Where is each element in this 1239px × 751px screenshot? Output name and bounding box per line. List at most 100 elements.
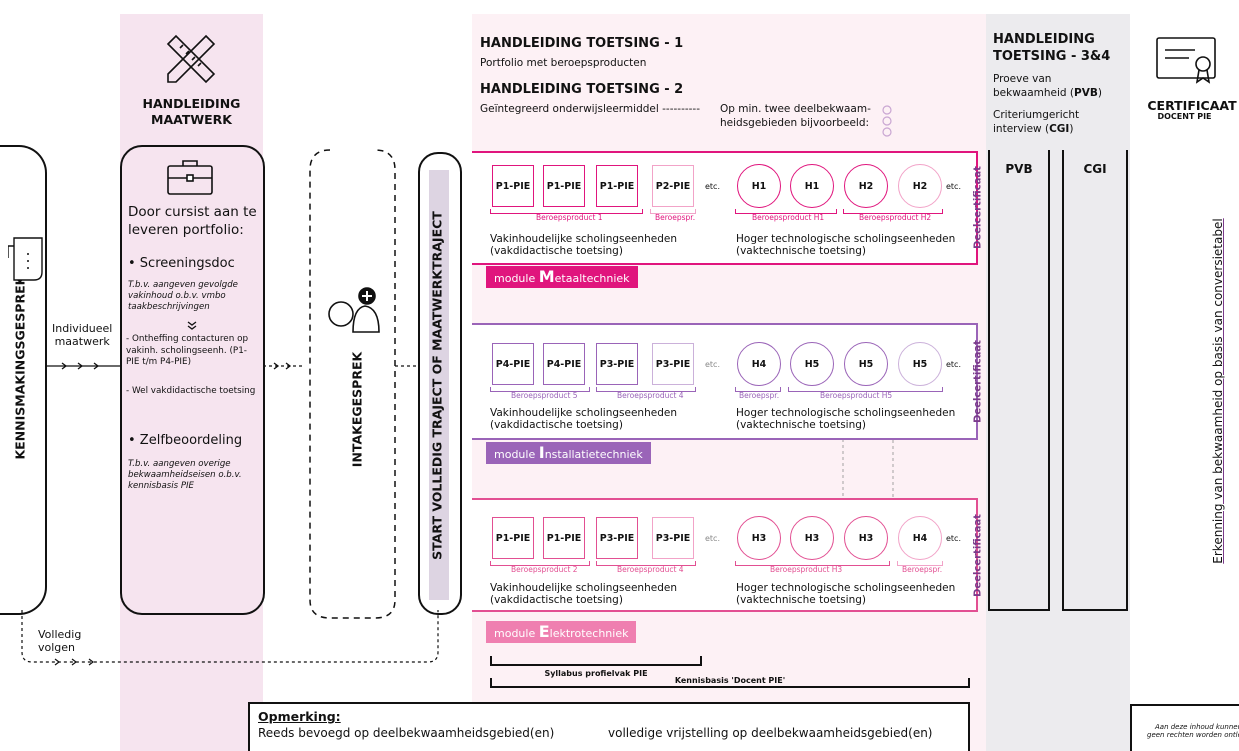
screening-desc: T.b.v. aangeven gevolgde vakinhoud o.b.v… (128, 280, 238, 312)
disclaimer-line-2: geen rechten worden ontleend (1147, 731, 1239, 739)
module-name-rest: lektrotechniek (549, 627, 629, 640)
etc-label: etc. (705, 360, 720, 369)
chevron-down-icon (187, 321, 197, 330)
unit-square: P3-PIE (652, 517, 694, 559)
unit-circle: H5 (790, 342, 834, 386)
unit-circle: H1 (737, 164, 781, 208)
bracket (490, 387, 590, 392)
proeve-line-1: Proeve van (993, 73, 1052, 85)
zelfbeoordeling-title: • Zelfbeoordeling (128, 433, 243, 448)
disclaimer-box (1130, 704, 1239, 751)
volledig-volgen-label: Volledig volgen (38, 628, 82, 654)
unit-circle: H3 (790, 516, 834, 560)
bracket (897, 561, 943, 566)
toetsing1-sub: Portfolio met beroepsproducten (480, 57, 647, 69)
unit-square: P2-PIE (652, 165, 694, 207)
proeve-text: bekwaamheid ( (993, 87, 1075, 99)
start-stripe (429, 170, 449, 600)
unit-square: P1-PIE (492, 517, 534, 559)
erkenning-label: Erkenning van bekwaamheid op basis van c… (1211, 218, 1225, 564)
bracket-label: Beroepsproduct 4 (617, 565, 684, 574)
maatwerk-column (120, 14, 263, 751)
etc-label: etc. (705, 534, 720, 543)
vak-label-1: Vakinhoudelijke scholingseenheden (490, 233, 677, 245)
bracket-label: Beroepspr. (902, 565, 943, 574)
bracket-label: Beroepspr. (655, 213, 696, 222)
unit-square: P3-PIE (596, 343, 638, 385)
intake-label: INTAKEGESPREK (349, 351, 365, 468)
bracket-label: Beroepsproduct H1 (752, 213, 825, 222)
document-icon (8, 237, 43, 281)
unit-square: P3-PIE (596, 517, 638, 559)
unit-square: P4-PIE (543, 343, 585, 385)
unit-square: P4-PIE (492, 343, 534, 385)
cgi-box (1062, 150, 1128, 611)
etc-label: etc. (946, 182, 961, 191)
module-initial: I (538, 443, 545, 462)
module-prefix: module (494, 627, 539, 640)
individueel-maatwerk-label: Individueel maatwerk (52, 322, 113, 348)
module-prefix: module (494, 272, 539, 285)
syllabus-label: Syllabus profielvak PIE (544, 669, 648, 678)
unit-circle: H3 (844, 516, 888, 560)
bracket-label: Beroepsproduct H5 (820, 391, 893, 400)
disclaimer-line-1: Aan deze inhoud kunnen (1155, 723, 1239, 731)
hog-label-1: Hoger technologische scholingseenheden (736, 407, 956, 419)
unit-circle: H5 (898, 342, 942, 386)
bracket (788, 387, 943, 392)
proeve-close: ) (1097, 87, 1102, 99)
portfolio-intro: Door cursist aan te leveren portfolio: (128, 204, 257, 238)
crit-close: ) (1069, 123, 1074, 135)
opmerking-box (248, 702, 970, 751)
bracket (490, 209, 643, 214)
briefcase-icon (167, 160, 213, 195)
toetsing2-sub: Geïntegreerd onderwijsleermiddel -------… (480, 103, 701, 115)
hog-label-2: (vaktechnische toetsing) (736, 245, 867, 257)
bracket (735, 209, 837, 214)
toetsing34-column (986, 14, 1130, 751)
toetsing34-title-2: TOETSING - 3&4 (993, 49, 1111, 64)
opmerking-text-a: Reeds bevoegd op deelbekwaamheidsgebied(… (258, 726, 555, 740)
start-box (418, 152, 462, 615)
pvb-label: PVB (1005, 162, 1033, 176)
etc-label: etc. (705, 182, 720, 191)
toetsing2-sub-c: heidsgebieden bijvoorbeeld: (720, 117, 870, 129)
bracket (596, 387, 696, 392)
hog-label-2: (vaktechnische toetsing) (736, 419, 867, 431)
module-initial: M (538, 267, 555, 286)
module-initial: E (538, 622, 550, 641)
unit-square: P1-PIE (543, 517, 585, 559)
pvb-box (988, 150, 1050, 611)
bracket-label: Beroepsproduct H3 (770, 565, 843, 574)
unit-circle: H3 (737, 516, 781, 560)
proeve-line-2: bekwaamheid (PVB) (993, 87, 1102, 99)
hog-label-1: Hoger technologische scholingseenheden (736, 582, 956, 594)
module-name-rest: etaaltechniek (554, 272, 630, 285)
gear-stack-icon (882, 105, 892, 137)
crit-line-1: Criteriumgericht (993, 109, 1080, 121)
bracket-label: Beroepsproduct 2 (511, 565, 578, 574)
kennisbasis-bracket (490, 678, 970, 688)
certificate-icon (1156, 37, 1216, 84)
unit-square: P3-PIE (652, 343, 694, 385)
bracket-label: Beroepsproduct 4 (617, 391, 684, 400)
unit-square: P1-PIE (596, 165, 638, 207)
cgi-label: CGI (1083, 162, 1107, 176)
vak-label-1: Vakinhoudelijke scholingseenheden (490, 582, 677, 594)
bracket (735, 561, 890, 566)
opmerking-text-b: volledige vrijstelling op deelbekwaamhei… (608, 726, 933, 740)
module-installatietechniek-tag: module Installatietechniek (486, 442, 651, 464)
module-elektrotechniek-tag: module Elektrotechniek (486, 621, 637, 643)
deelcertificaat-label: Deelcertificaat (972, 166, 984, 249)
vak-label-1: Vakinhoudelijke scholingseenheden (490, 407, 677, 419)
crit-text: interview ( (993, 123, 1050, 135)
toetsing2-sub-b: Op min. twee deelbekwaam- (720, 103, 871, 115)
unit-square: P1-PIE (543, 165, 585, 207)
vak-label-2: (vakdidactische toetsing) (490, 419, 623, 431)
crit-line-2: interview (CGI) (993, 123, 1073, 135)
etc-label: etc. (946, 534, 961, 543)
module-prefix: module (494, 448, 539, 461)
module-name-rest: nstallatietechniek (544, 448, 643, 461)
certificaat-title: CERTIFICAAT (1147, 98, 1237, 113)
portfolio-box (120, 145, 265, 615)
